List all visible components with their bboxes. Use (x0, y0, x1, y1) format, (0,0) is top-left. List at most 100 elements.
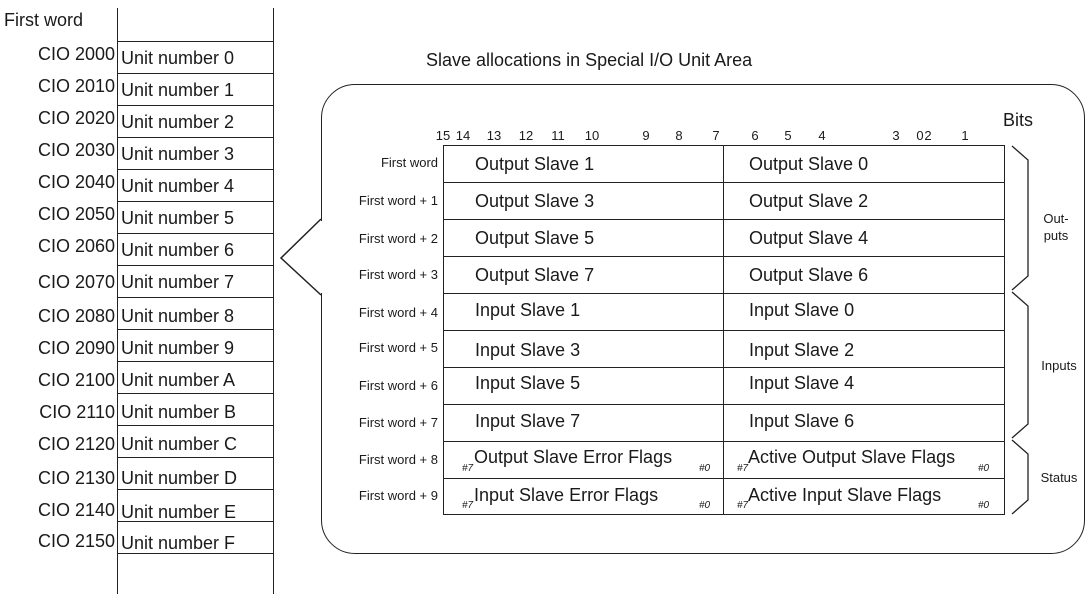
output-slave-7: Output Slave 7 (475, 265, 595, 285)
flag-bit-7-marker: #7 (737, 463, 749, 474)
row-divider (117, 201, 274, 202)
bit-number-1: 1 (961, 128, 969, 143)
grid-row-divider (443, 182, 1005, 183)
row-divider (117, 553, 274, 554)
input-slave-2: Input Slave 2 (749, 340, 855, 360)
output-slave-2: Output Slave 2 (749, 191, 869, 211)
bit-number-5: 5 (784, 128, 792, 143)
row-label-first-word-plus-1: First word + 1 (358, 193, 438, 208)
grid-row-divider (443, 404, 1005, 405)
bit-number-7: 7 (712, 128, 720, 143)
active-input-slave-flags: Active Input Slave Flags (748, 485, 942, 505)
row-divider (117, 41, 274, 42)
slave-allocation-callout (321, 84, 1085, 554)
grid-row-divider (443, 219, 1005, 220)
area-left-border (117, 8, 118, 594)
output-slave-4: Output Slave 4 (749, 228, 869, 248)
grid-row-divider (443, 293, 1005, 294)
row-divider (117, 137, 274, 138)
callout-title: Slave allocations in Special I/O Unit Ar… (426, 50, 753, 70)
cio-word-2000: CIO 2000 (37, 44, 115, 64)
inputs-brace (1011, 291, 1029, 439)
outputs-group-label-line1: Out- (1043, 211, 1069, 226)
callout-pointer (279, 218, 322, 296)
cio-word-2090: CIO 2090 (37, 338, 115, 358)
row-label-first-word-plus-2: First word + 2 (358, 231, 438, 246)
output-slave-6: Output Slave 6 (749, 265, 869, 285)
flag-bit-7-marker: #7 (462, 500, 474, 511)
row-divider (117, 329, 274, 330)
row-divider (117, 73, 274, 74)
bit-number-4: 4 (818, 128, 826, 143)
row-divider (117, 489, 274, 490)
cio-word-2120: CIO 2120 (37, 434, 115, 454)
unit-number-6: Unit number 6 (121, 240, 235, 260)
row-label-first-word-plus-9: First word + 9 (358, 488, 438, 503)
area-right-border (273, 8, 274, 594)
bit-number-10: 10 (584, 128, 600, 143)
cio-word-2040: CIO 2040 (37, 172, 115, 192)
unit-number-c: Unit number C (121, 434, 238, 454)
grid-row-divider (443, 478, 1005, 479)
row-divider (117, 521, 274, 522)
bit-number-0: 0 (916, 128, 924, 143)
grid-row-divider (443, 256, 1005, 257)
row-divider (117, 425, 274, 426)
output-slave-3: Output Slave 3 (475, 191, 595, 211)
cio-word-2030: CIO 2030 (37, 140, 115, 160)
cio-word-2080: CIO 2080 (37, 306, 115, 326)
unit-number-7: Unit number 7 (121, 272, 235, 292)
input-slave-error-flags: Input Slave Error Flags (474, 485, 659, 505)
row-divider (117, 233, 274, 234)
input-slave-6: Input Slave 6 (749, 411, 855, 431)
unit-number-9: Unit number 9 (121, 338, 235, 358)
unit-number-1: Unit number 1 (121, 80, 235, 100)
row-divider (117, 393, 274, 394)
bit-number-14: 14 (455, 128, 471, 143)
row-label-first-word-plus-8: First word + 8 (358, 452, 438, 467)
unit-number-0: Unit number 0 (121, 48, 235, 68)
row-label-first-word-plus-3: First word + 3 (358, 267, 438, 282)
input-slave-5: Input Slave 5 (475, 373, 581, 393)
status-group-label: Status (1040, 470, 1078, 485)
cio-word-2140: CIO 2140 (37, 500, 115, 520)
output-slave-1: Output Slave 1 (475, 154, 595, 174)
unit-number-d: Unit number D (121, 468, 238, 488)
unit-number-8: Unit number 8 (121, 306, 235, 326)
row-divider (117, 169, 274, 170)
unit-number-3: Unit number 3 (121, 144, 235, 164)
bit-number-11: 11 (551, 128, 565, 143)
row-label-first-word: First word (380, 155, 438, 170)
cio-word-2070: CIO 2070 (37, 272, 115, 292)
unit-number-5: Unit number 5 (121, 208, 235, 228)
row-divider (117, 297, 274, 298)
row-divider (117, 457, 274, 458)
first-word-header: First word (4, 10, 84, 30)
bit-number-6: 6 (751, 128, 759, 143)
row-label-first-word-plus-5: First word + 5 (358, 340, 438, 355)
cio-word-2060: CIO 2060 (37, 236, 115, 256)
row-label-first-word-plus-4: First word + 4 (358, 305, 438, 320)
status-brace (1011, 439, 1029, 515)
cio-word-2010: CIO 2010 (37, 76, 115, 96)
cio-word-2150: CIO 2150 (37, 531, 115, 551)
flag-bit-0-marker: #0 (978, 500, 990, 511)
outputs-group-label-line2: puts (1043, 228, 1069, 243)
cio-word-2020: CIO 2020 (37, 108, 115, 128)
inputs-group-label: Inputs (1041, 358, 1077, 373)
cio-word-2100: CIO 2100 (37, 370, 115, 390)
bit-number-13: 13 (486, 128, 502, 143)
active-output-slave-flags: Active Output Slave Flags (748, 447, 956, 467)
flag-bit-0-marker: #0 (699, 500, 711, 511)
flag-bit-0-marker: #0 (978, 463, 990, 474)
grid-row-divider (443, 330, 1005, 331)
flag-bit-7-marker: #7 (737, 500, 749, 511)
input-slave-7: Input Slave 7 (475, 411, 581, 431)
input-slave-1: Input Slave 1 (475, 300, 581, 320)
output-slave-0: Output Slave 0 (749, 154, 869, 174)
bit-number-3: 3 (892, 128, 900, 143)
cio-word-2110: CIO 2110 (39, 402, 115, 422)
input-slave-3: Input Slave 3 (475, 340, 581, 360)
bits-label: Bits (1003, 110, 1034, 130)
